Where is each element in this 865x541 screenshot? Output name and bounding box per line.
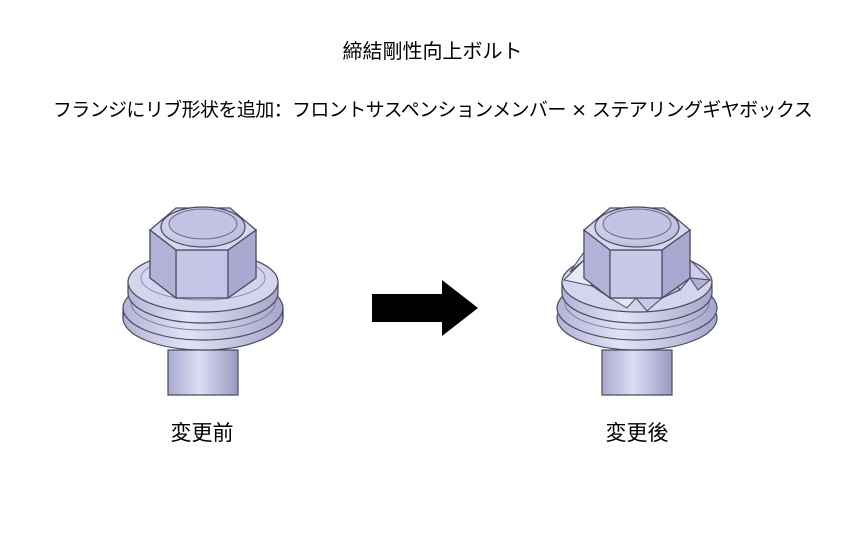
caption-before: 変更前 — [170, 421, 234, 445]
arrow-right-icon — [372, 280, 478, 336]
diagram-title: 締結剛性向上ボルト — [342, 39, 523, 63]
bolt-after-image — [556, 206, 718, 396]
diagram-subtitle: フランジにリブ形状を追加：フロントサスペンションメンバー × ステアリングギヤボ… — [52, 99, 813, 121]
bolt-before-image — [122, 206, 284, 396]
caption-after: 変更後 — [605, 421, 669, 445]
